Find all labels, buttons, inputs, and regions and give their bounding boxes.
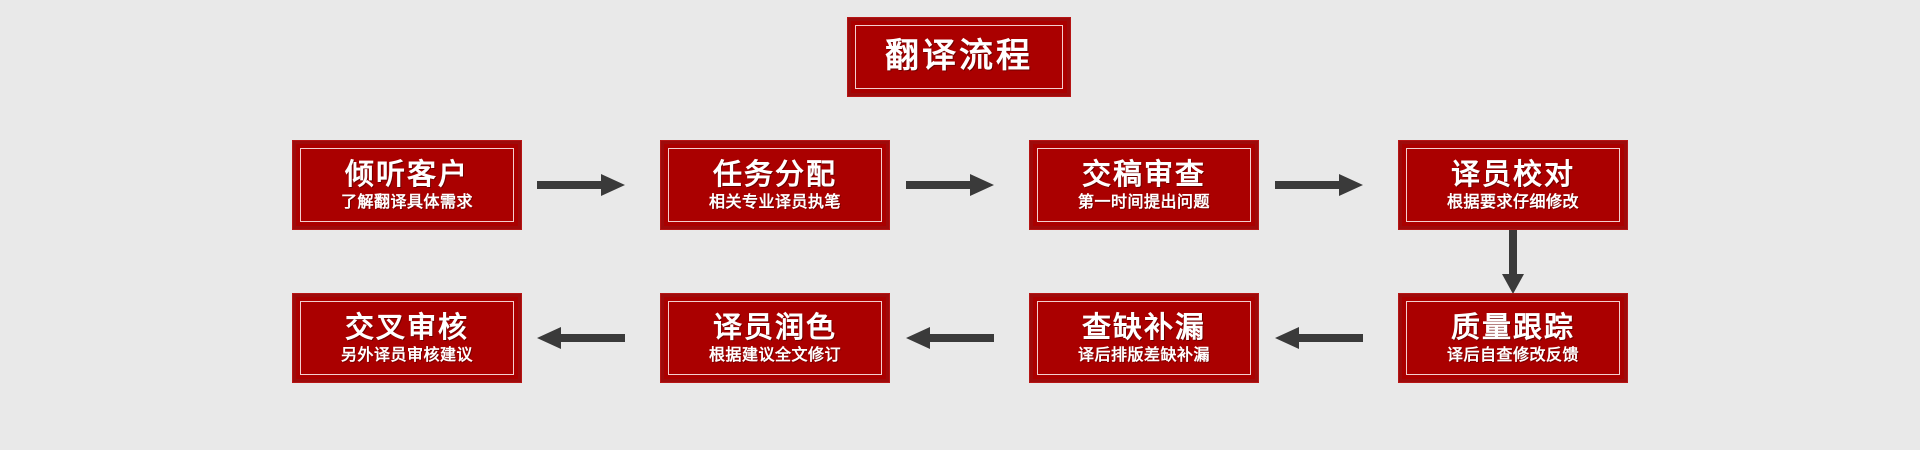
step-7-subtitle: 根据建议全文修订 — [708, 345, 841, 365]
flowchart-title: 翻译流程 — [885, 36, 1033, 77]
step-1-title: 倾听客户 — [344, 157, 469, 192]
step-box-3[interactable]: 交稿审查 第一时间提出问题 — [1030, 141, 1258, 229]
arrow-right-1-2-icon — [537, 171, 625, 199]
step-box-1[interactable]: 倾听客户 了解翻译具体需求 — [293, 141, 521, 229]
step-box-4[interactable]: 译员校对 根据要求仔细修改 — [1399, 141, 1627, 229]
step-8-title: 交叉审核 — [344, 310, 469, 345]
step-8-subtitle: 另外译员审核建议 — [340, 345, 473, 365]
arrow-right-2-3-icon — [906, 171, 994, 199]
step-box-8[interactable]: 交叉审核 另外译员审核建议 — [293, 294, 521, 382]
step-3-title: 交稿审查 — [1081, 157, 1206, 192]
arrow-down-4-5-icon — [1499, 230, 1527, 294]
step-box-5[interactable]: 质量跟踪 译后自查修改反馈 — [1399, 294, 1627, 382]
step-4-title: 译员校对 — [1450, 157, 1575, 192]
step-2-subtitle: 相关专业译员执笔 — [708, 192, 841, 212]
arrow-left-5-6-icon — [1275, 324, 1363, 352]
step-6-title: 查缺补漏 — [1081, 310, 1206, 345]
arrow-left-7-8-icon — [537, 324, 625, 352]
step-6-subtitle: 译后排版差缺补漏 — [1077, 345, 1210, 365]
flowchart-title-box: 翻译流程 — [848, 18, 1070, 96]
arrow-left-6-7-icon — [906, 324, 994, 352]
step-3-subtitle: 第一时间提出问题 — [1077, 192, 1210, 212]
step-box-2[interactable]: 任务分配 相关专业译员执笔 — [661, 141, 889, 229]
step-5-subtitle: 译后自查修改反馈 — [1446, 345, 1579, 365]
step-4-subtitle: 根据要求仔细修改 — [1446, 192, 1579, 212]
step-box-6[interactable]: 查缺补漏 译后排版差缺补漏 — [1030, 294, 1258, 382]
arrow-right-3-4-icon — [1275, 171, 1363, 199]
step-box-7[interactable]: 译员润色 根据建议全文修订 — [661, 294, 889, 382]
step-2-title: 任务分配 — [712, 157, 837, 192]
step-1-subtitle: 了解翻译具体需求 — [340, 192, 473, 212]
step-5-title: 质量跟踪 — [1450, 310, 1575, 345]
step-7-title: 译员润色 — [712, 310, 837, 345]
